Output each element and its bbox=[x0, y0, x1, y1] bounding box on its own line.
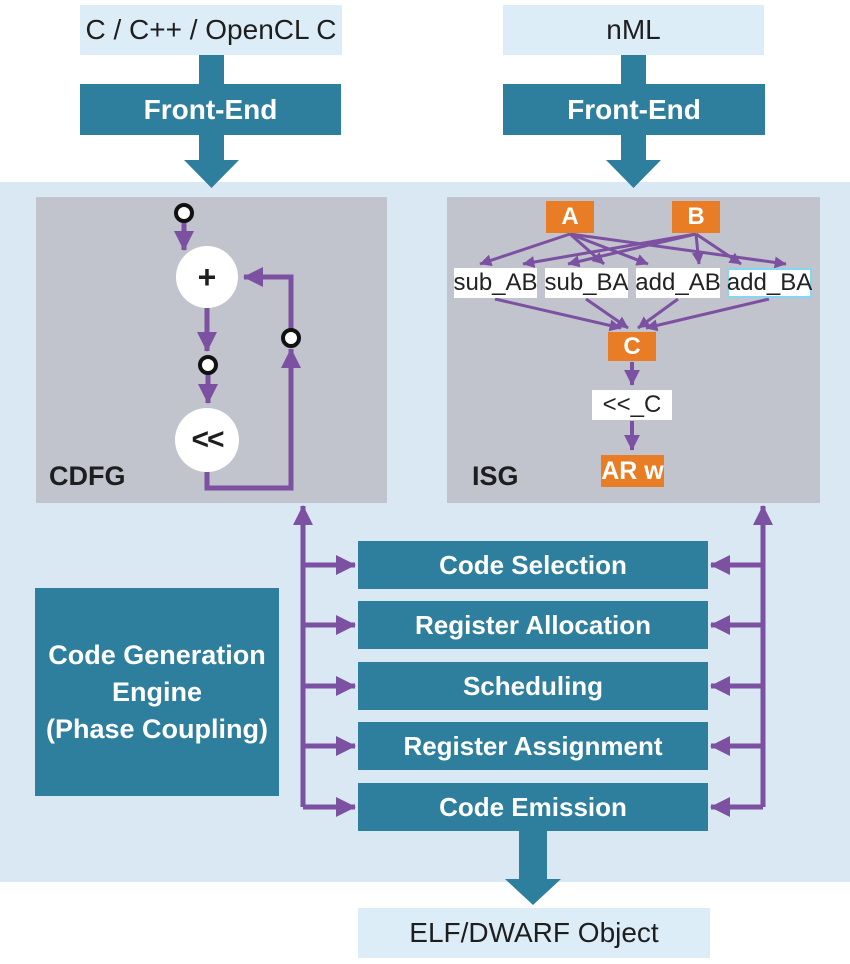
phase-scheduling: Scheduling bbox=[358, 662, 708, 710]
nml-source-box: nML bbox=[503, 5, 764, 55]
cdfg-port-loop bbox=[281, 328, 301, 348]
phase-register-assignment: Register Assignment bbox=[358, 722, 708, 770]
engine-line-3: (Phase Coupling) bbox=[46, 713, 268, 744]
isg-op-sub-ba: sub_BA bbox=[544, 268, 629, 298]
frontend-right-box: Front-End bbox=[503, 84, 765, 135]
phase-code-emission: Code Emission bbox=[358, 783, 708, 831]
code-generation-engine-box: Code Generation Engine (Phase Coupling) bbox=[35, 588, 279, 796]
source-language-box: C / C++ / OpenCL C bbox=[80, 5, 342, 55]
engine-line-1: Code Generation bbox=[48, 639, 266, 670]
engine-line-2: Engine bbox=[111, 676, 202, 707]
isg-op-add-ab: add_AB bbox=[635, 268, 721, 298]
frontend-left-box: Front-End bbox=[80, 84, 341, 135]
phase-register-allocation: Register Allocation bbox=[358, 601, 708, 649]
isg-panel-label: ISG bbox=[472, 461, 519, 491]
isg-op-sub-ab: sub_AB bbox=[453, 268, 538, 298]
elf-dwarf-output-box: ELF/DWARF Object bbox=[358, 908, 710, 958]
isg-shift-c-node: <<_C bbox=[592, 390, 672, 420]
isg-input-a: A bbox=[546, 201, 594, 233]
phase-code-selection: Code Selection bbox=[358, 541, 708, 589]
isg-register-writeback: AR w bbox=[601, 455, 664, 487]
isg-op-add-ba-highlighted: add_BA bbox=[726, 268, 813, 298]
isg-result-c: C bbox=[608, 332, 656, 361]
isg-input-b: B bbox=[672, 201, 720, 233]
cdfg-port-top bbox=[174, 203, 194, 223]
cdfg-panel-label: CDFG bbox=[49, 461, 126, 491]
cdfg-plus-node: + bbox=[176, 246, 238, 308]
cdfg-shift-node: << bbox=[175, 408, 239, 472]
cdfg-port-middle bbox=[198, 355, 218, 375]
